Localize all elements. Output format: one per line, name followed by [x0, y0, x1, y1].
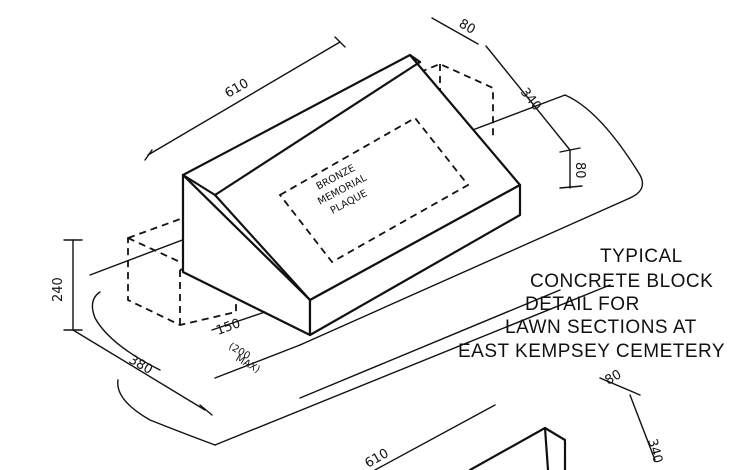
title-line-1: TYPICAL: [600, 246, 683, 267]
ground-strip: [89, 94, 644, 446]
dimension-lines: [63, 17, 656, 470]
title-block: TYPICAL CONCRETE BLOCK DETAIL FOR LAWN S…: [458, 246, 725, 362]
dim-340-lower: 340: [644, 437, 665, 465]
dim-240: 240: [51, 277, 66, 302]
title-line-4: LAWN SECTIONS AT: [505, 317, 697, 338]
second-block-partial: [468, 426, 567, 470]
dim-380: 380: [126, 352, 155, 377]
title-line-2: CONCRETE BLOCK: [530, 271, 713, 292]
dim-610-lower: 610: [363, 446, 392, 470]
title-line-5: EAST KEMPSEY CEMETERY: [458, 341, 725, 362]
dim-80-lower: 80: [603, 367, 625, 388]
concrete-block: [181, 53, 522, 337]
dim-610-top: 610: [223, 76, 252, 101]
title-line-3: DETAIL FOR: [525, 294, 640, 315]
dim-80-top: 80: [456, 16, 478, 37]
dim-150: 150: [214, 316, 242, 339]
dim-80-right: 80: [572, 162, 587, 179]
